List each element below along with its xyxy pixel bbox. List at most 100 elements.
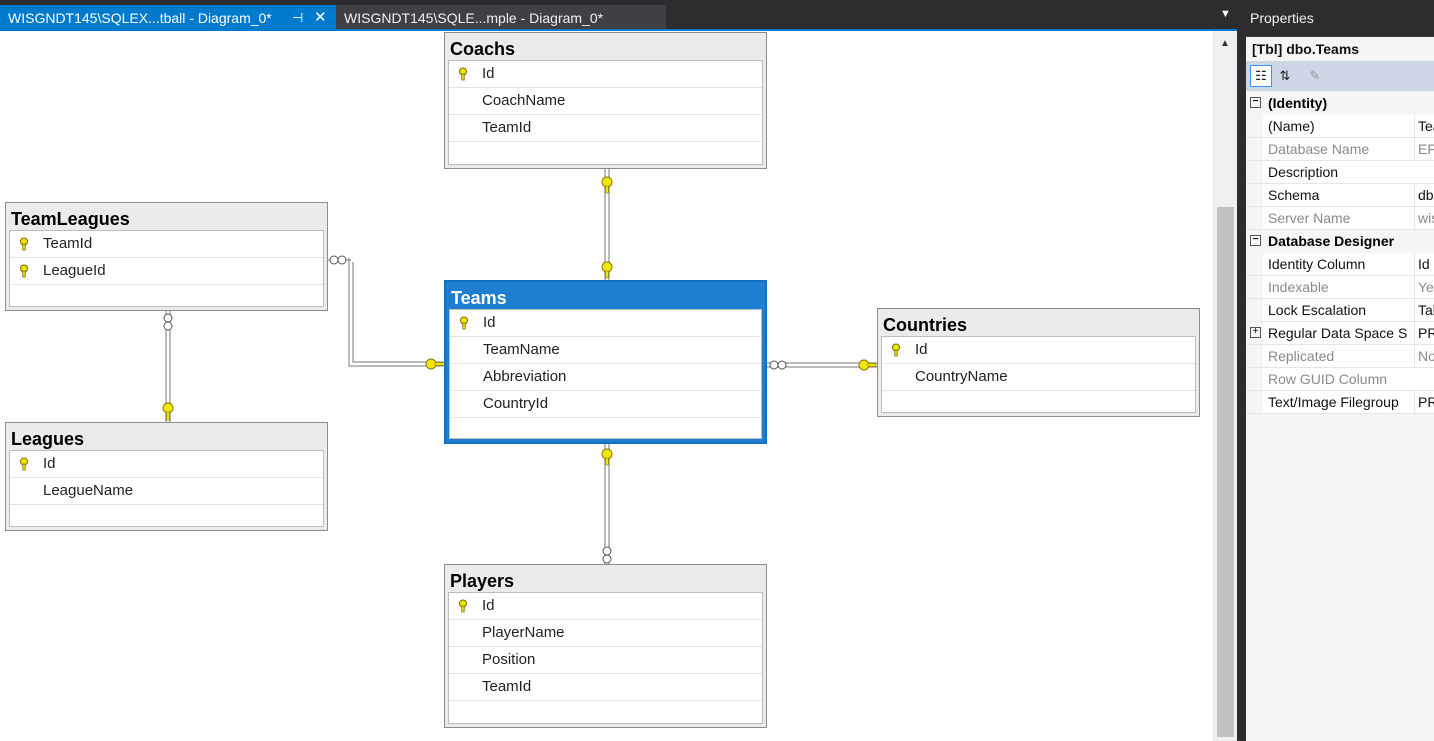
property-value[interactable]: Tab [1414, 299, 1434, 321]
relationship-coachs-teams[interactable] [601, 168, 613, 280]
property-value[interactable]: EFC [1414, 138, 1434, 160]
column-row[interactable]: TeamName [450, 337, 761, 364]
column-row[interactable]: PlayerName [449, 620, 762, 647]
property-row[interactable]: Row GUID Column [1246, 368, 1434, 391]
column-name: Abbreviation [483, 368, 567, 385]
primary-key-icon [20, 237, 28, 251]
property-row[interactable]: Text/Image Filegroup PRI [1246, 391, 1434, 414]
column-row[interactable]: TeamId [449, 674, 762, 701]
property-row[interactable]: Description [1246, 161, 1434, 184]
column-name: LeagueName [43, 482, 134, 499]
property-value[interactable]: wis [1414, 207, 1434, 229]
column-row[interactable]: CountryId [450, 391, 761, 418]
collapse-icon[interactable]: − [1250, 97, 1261, 108]
column-row[interactable]: Abbreviation [450, 364, 761, 391]
property-name: Text/Image Filegroup [1268, 394, 1399, 410]
scrollbar-thumb[interactable] [1217, 207, 1234, 737]
infinity-icon [329, 255, 347, 265]
column-name: TeamId [482, 678, 532, 695]
column-row[interactable]: TeamId [10, 231, 323, 258]
categorized-icon[interactable]: ☷ [1250, 65, 1272, 87]
property-row[interactable]: + Regular Data Space S PRI [1246, 322, 1434, 345]
column-row[interactable]: Id [450, 310, 761, 337]
row-gutter [1246, 299, 1263, 321]
collapse-icon[interactable]: − [1250, 235, 1261, 246]
tab-label: WISGNDT145\SQLE...mple - Diagram_0* [344, 10, 604, 26]
key-icon [601, 176, 613, 194]
property-value[interactable]: No [1414, 345, 1434, 367]
relationship-teamleagues-teams[interactable] [328, 255, 445, 370]
relationship-teamleagues-leagues[interactable] [162, 310, 174, 423]
property-category[interactable]: −Database Designer [1246, 230, 1434, 253]
panel-splitter[interactable] [1237, 0, 1246, 741]
column-row[interactable]: TeamId [449, 115, 762, 142]
column-row[interactable]: CoachName [449, 88, 762, 115]
column-row[interactable]: Id [10, 451, 323, 478]
property-pages-icon[interactable]: ✎ [1309, 68, 1321, 83]
property-row[interactable]: (Name)Tea [1246, 115, 1434, 138]
category-label: Database Designer [1268, 233, 1395, 249]
property-row[interactable]: Indexable Yes [1246, 276, 1434, 299]
row-gutter [1246, 161, 1263, 183]
row-gutter [1246, 138, 1263, 160]
category-label: (Identity) [1268, 95, 1328, 111]
row-gutter [1246, 276, 1263, 298]
row-gutter [1246, 184, 1263, 206]
chevron-down-icon[interactable]: ▼ [1220, 8, 1231, 20]
infinity-icon [602, 546, 612, 564]
property-name: Replicated [1268, 348, 1335, 364]
column-row[interactable]: CountryName [882, 364, 1195, 391]
property-row[interactable]: Schemadbo [1246, 184, 1434, 207]
pin-icon[interactable]: ⊣ [292, 10, 304, 25]
property-value[interactable]: Tea [1414, 115, 1434, 137]
property-value[interactable]: PRI [1414, 391, 1434, 413]
key-icon [162, 402, 174, 421]
key-icon [858, 359, 877, 371]
row-gutter [1246, 207, 1263, 229]
property-value[interactable]: Id [1414, 253, 1430, 275]
tab-diagram-football[interactable]: WISGNDT145\SQLEX...tball - Diagram_0* ⊣ … [0, 5, 336, 31]
table-title: Leagues [11, 429, 85, 449]
document-tab-strip: WISGNDT145\SQLEX...tball - Diagram_0* ⊣ … [0, 0, 1243, 31]
property-value[interactable]: PRI [1414, 322, 1434, 344]
relationship-lines [162, 168, 878, 566]
column-row[interactable]: LeagueName [10, 478, 323, 505]
tab-underline [0, 29, 1243, 31]
property-row[interactable]: Replicated No [1246, 345, 1434, 368]
infinity-icon [769, 360, 787, 370]
tab-diagram-sample[interactable]: WISGNDT145\SQLE...mple - Diagram_0* [336, 5, 666, 31]
column-row[interactable]: Id [449, 593, 762, 620]
property-row[interactable]: Database Name EFC [1246, 138, 1434, 161]
property-row[interactable]: Server Namewis [1246, 207, 1434, 230]
property-value[interactable]: dbo [1414, 184, 1434, 206]
vertical-scrollbar[interactable]: ▲ [1213, 31, 1237, 741]
primary-key-icon [20, 264, 28, 278]
scroll-up-icon[interactable]: ▲ [1220, 38, 1230, 49]
relationship-teams-players[interactable] [601, 443, 613, 566]
property-name: Indexable [1268, 279, 1329, 295]
column-row[interactable]: LeagueId [10, 258, 323, 285]
column-row[interactable]: Position [449, 647, 762, 674]
relationship-teams-countries[interactable] [767, 359, 878, 371]
column-row[interactable]: Id [449, 61, 762, 88]
property-name: Database Name [1268, 141, 1370, 157]
property-category[interactable]: −(Identity) [1246, 92, 1434, 115]
expand-icon[interactable]: + [1250, 327, 1261, 338]
close-icon[interactable]: ✕ [314, 9, 327, 26]
column-row[interactable]: Id [882, 337, 1195, 364]
property-name: Regular Data Space S [1268, 325, 1408, 341]
property-row[interactable]: Lock EscalationTab [1246, 299, 1434, 322]
sort-alphabetical-icon[interactable]: ⇅ [1279, 68, 1291, 83]
table-title: TeamLeagues [11, 209, 130, 229]
property-value[interactable]: Yes [1414, 276, 1434, 298]
properties-object-selector[interactable]: [Tbl] dbo.Teams [1246, 37, 1434, 61]
